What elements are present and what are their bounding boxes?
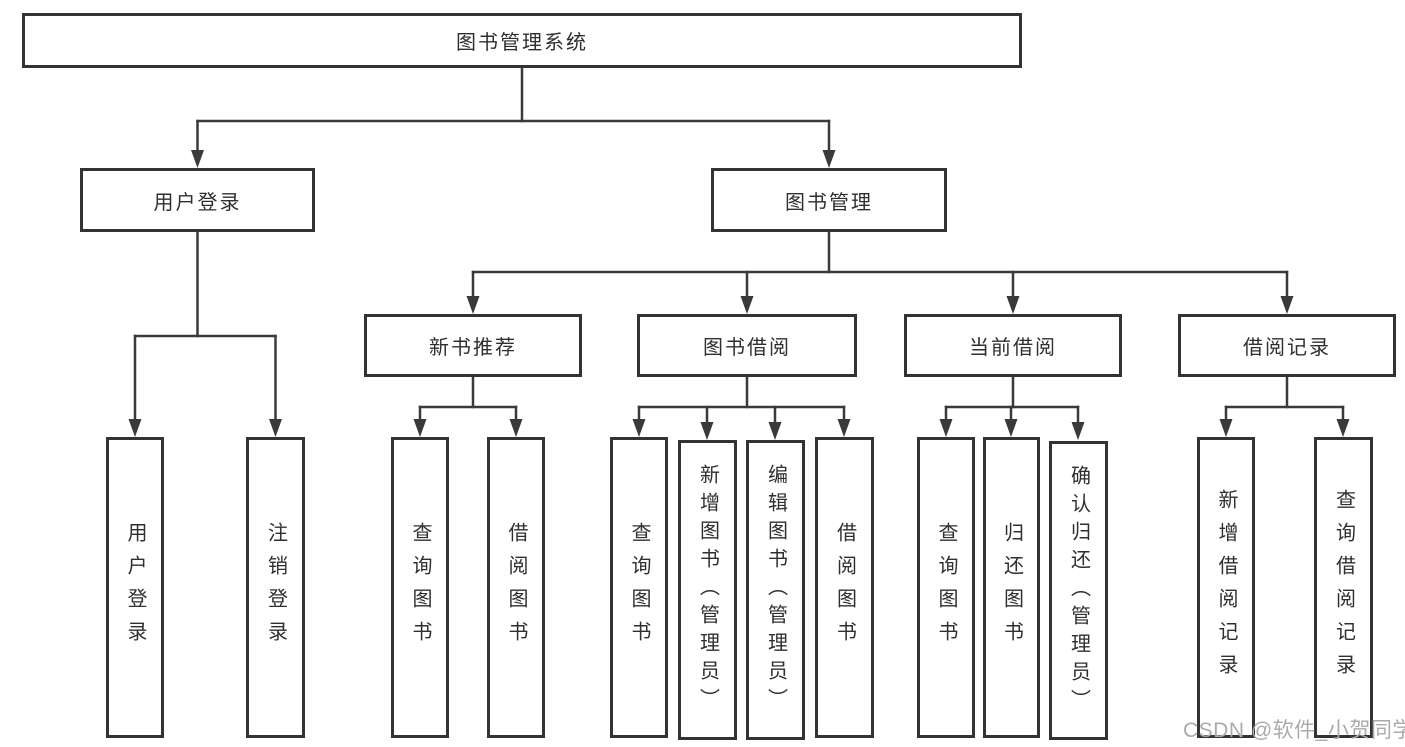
node-label: 借阅图书 xyxy=(833,521,856,654)
node-label: 图书借阅 xyxy=(703,337,791,359)
leaf-borrowing-query-books: 查询图书 xyxy=(610,437,668,738)
node-label: 新书推荐 xyxy=(429,337,517,359)
arrowheads xyxy=(128,150,1350,440)
leaf-borrowing-borrow-books: 借阅图书 xyxy=(815,437,874,738)
node-current-borrowing: 当前借阅 xyxy=(904,314,1122,377)
node-borrowing-records: 借阅记录 xyxy=(1178,314,1396,377)
csdn-watermark: CSDN @软件_小贺同学 xyxy=(1183,719,1405,742)
node-library-management-system: 图书管理系统 xyxy=(22,13,1022,68)
leaf-recommend-query-books: 查询图书 xyxy=(391,437,449,738)
node-book-borrowing: 图书借阅 xyxy=(637,314,857,377)
leaf-logout: 注销登录 xyxy=(246,437,305,738)
node-label: 注销登录 xyxy=(264,521,287,654)
node-label: 当前借阅 xyxy=(969,337,1057,359)
node-label: 图书管理系统 xyxy=(456,32,588,54)
leaf-records-add-borrow-record: 新增借阅记录 xyxy=(1197,437,1255,738)
node-label: 用户登录 xyxy=(124,521,146,654)
node-label: 借阅图书 xyxy=(505,521,527,654)
node-label: 新增借阅记录 xyxy=(1215,488,1237,687)
leaf-current-confirm-return-admin: 确认归还（管理员） xyxy=(1049,441,1108,740)
node-label: 查询图书 xyxy=(628,521,650,654)
node-label: 编辑图书（管理员） xyxy=(764,464,787,716)
node-label: 归还图书 xyxy=(1000,521,1023,654)
leaf-current-query-books: 查询图书 xyxy=(917,437,975,738)
leaf-records-query-borrow-record: 查询借阅记录 xyxy=(1314,437,1373,738)
node-label: 图书管理 xyxy=(785,191,873,214)
node-label: 用户登录 xyxy=(153,191,242,214)
leaf-borrowing-edit-book-admin: 编辑图书（管理员） xyxy=(746,440,805,740)
node-label: 新增图书（管理员） xyxy=(696,464,719,716)
leaf-recommend-borrow-books: 借阅图书 xyxy=(487,437,545,738)
node-label: 确认归还（管理员） xyxy=(1067,464,1090,717)
node-user-login: 用户登录 xyxy=(80,168,315,232)
node-label: 查询图书 xyxy=(409,521,431,654)
node-label: 借阅记录 xyxy=(1243,337,1331,359)
node-label: 查询借阅记录 xyxy=(1332,488,1355,687)
leaf-borrowing-add-book-admin: 新增图书（管理员） xyxy=(678,440,737,740)
node-book-management: 图书管理 xyxy=(711,168,947,232)
leaf-user-login: 用户登录 xyxy=(106,437,164,738)
node-new-book-recommendation: 新书推荐 xyxy=(364,314,582,377)
node-label: 查询图书 xyxy=(935,521,957,654)
leaf-current-return-books: 归还图书 xyxy=(983,437,1040,738)
